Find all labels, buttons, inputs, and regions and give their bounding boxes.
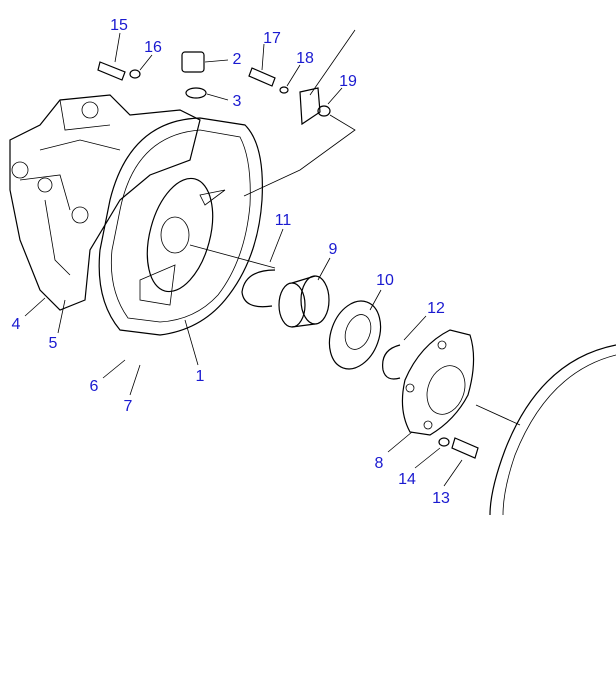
callout-18[interactable]: 18 [296, 50, 314, 67]
hydraulic-pump-assembly [9, 94, 201, 311]
coupling-9 [278, 275, 330, 328]
callout-12[interactable]: 12 [427, 300, 445, 317]
bracket [299, 87, 321, 126]
washer-18 [279, 86, 289, 94]
callout-2[interactable]: 2 [233, 51, 242, 68]
flywheel [489, 344, 616, 516]
damper-10 [328, 300, 382, 370]
callout-3[interactable]: 3 [233, 93, 242, 110]
bolt-17 [248, 67, 276, 87]
callout-16[interactable]: 16 [144, 39, 162, 56]
housing-8 [401, 329, 475, 436]
washer-16 [129, 69, 141, 79]
callout-11[interactable]: 11 [275, 212, 292, 229]
nut-19 [317, 105, 331, 117]
snap-ring-11 [241, 269, 276, 308]
callout-5[interactable]: 5 [49, 335, 58, 352]
callout-10[interactable]: 10 [376, 272, 394, 289]
callout-1[interactable]: 1 [196, 368, 205, 385]
o-ring-3 [185, 87, 207, 99]
callout-8[interactable]: 8 [375, 455, 384, 472]
bolt-15 [97, 61, 126, 81]
callout-9[interactable]: 9 [329, 241, 338, 258]
callout-17[interactable]: 17 [263, 30, 281, 47]
callout-4[interactable]: 4 [12, 316, 21, 333]
bolt-13 [451, 437, 479, 459]
snap-ring-12 [382, 344, 401, 380]
callout-15[interactable]: 15 [110, 17, 128, 34]
washer-14 [438, 437, 450, 447]
callout-13[interactable]: 13 [432, 490, 450, 507]
callout-14[interactable]: 14 [398, 471, 416, 488]
flywheel-housing-part-1 [98, 117, 263, 336]
callout-6[interactable]: 6 [90, 378, 99, 395]
plug-2 [181, 51, 205, 73]
callout-19[interactable]: 19 [339, 73, 357, 90]
callout-7[interactable]: 7 [124, 398, 133, 415]
